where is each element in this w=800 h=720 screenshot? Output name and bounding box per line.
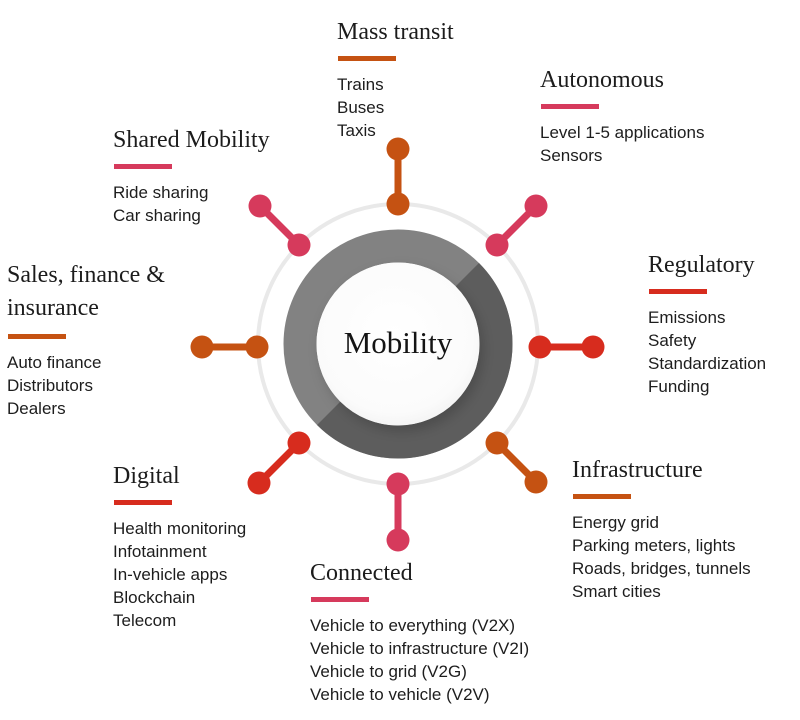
spoke-outer-dot <box>248 194 272 218</box>
spoke-outer-dot <box>190 335 214 359</box>
category-item: Car sharing <box>113 206 201 225</box>
category-item: Trains <box>337 75 384 94</box>
spoke-outer-dot <box>524 194 548 218</box>
spoke-autonomous <box>485 194 548 257</box>
category-item: Parking meters, lights <box>572 536 736 555</box>
category-item: Buses <box>337 98 385 117</box>
category-title: Connected <box>310 560 413 586</box>
spoke-inner-dot <box>287 233 311 257</box>
category-item: Vehicle to grid (V2G) <box>310 662 467 681</box>
spoke-sales-finance-insurance <box>190 335 269 359</box>
spoke-outer-dot <box>247 471 271 495</box>
hub-ring-shadow <box>317 263 513 459</box>
accent-bar <box>114 164 172 169</box>
spoke-inner-dot <box>287 431 311 455</box>
spoke-regulatory <box>528 335 605 359</box>
accent-bar <box>338 56 396 61</box>
accent-bar <box>649 289 707 294</box>
spoke-outer-dot <box>386 137 410 161</box>
spoke-connected <box>386 472 410 552</box>
accent-bar <box>8 334 66 339</box>
spoke-mass-transit <box>386 137 410 216</box>
spoke-inner-dot <box>245 335 269 359</box>
category-title: Infrastructure <box>572 457 703 483</box>
category-title: Digital <box>113 463 180 489</box>
category-title: Regulatory <box>648 252 755 278</box>
category-item: Smart cities <box>572 582 661 601</box>
category-item: Blockchain <box>113 588 196 607</box>
category-title: Sales, finance & insurance <box>7 262 165 321</box>
accent-bar <box>114 500 172 505</box>
category-title: Shared Mobility <box>113 127 270 153</box>
hub-inner-disc <box>316 262 480 426</box>
category-item: Vehicle to everything (V2X) <box>310 616 516 635</box>
category-items: Vehicle to everything (V2X) Vehicle to in… <box>310 614 529 706</box>
category-item: Roads, bridges, tunnels <box>572 559 751 578</box>
spoke-outer-dot <box>581 335 605 359</box>
spoke-outer-dot <box>386 528 410 552</box>
category-item: Infotainment <box>113 542 207 561</box>
spoke-shared-mobility <box>248 194 311 257</box>
spoke-inner-dot <box>485 233 509 257</box>
category-item: Telecom <box>113 611 177 630</box>
category-item: Vehicle to vehicle (V2V) <box>310 685 490 704</box>
category-item: Health monitoring <box>113 519 247 538</box>
category-item: Vehicle to infrastructure (V2I) <box>310 639 530 658</box>
category-item: Level 1-5 applications <box>540 123 705 142</box>
category-item: Distributors <box>7 376 93 395</box>
category-item: Standardization <box>648 354 767 373</box>
category-connected: Connected Vehicle to everything (V2X)Veh… <box>310 559 529 706</box>
spoke-inner-dot <box>528 335 552 359</box>
category-item: Ride sharing <box>113 183 209 202</box>
category-title: Mass transit <box>337 19 454 45</box>
spoke-inner-dot <box>386 472 410 496</box>
category-item: Safety <box>648 331 697 350</box>
spoke-inner-dot <box>386 192 410 216</box>
spoke-outer-dot <box>524 470 548 494</box>
category-item: Dealers <box>7 399 66 418</box>
category-title: Autonomous <box>540 67 665 93</box>
spoke-digital <box>247 431 311 495</box>
category-item: Energy grid <box>572 513 659 532</box>
category-item: Taxis <box>337 121 376 140</box>
category-item: Sensors <box>540 146 603 165</box>
accent-bar <box>311 597 369 602</box>
accent-bar <box>573 494 631 499</box>
category-item: Funding <box>648 377 710 396</box>
category-item: Emissions <box>648 308 726 327</box>
category-item: In-vehicle apps <box>113 565 228 584</box>
spoke-infrastructure <box>485 431 548 494</box>
category-item: Auto finance <box>7 353 102 372</box>
hub-label: Mobility <box>343 325 453 360</box>
spoke-inner-dot <box>485 431 509 455</box>
accent-bar <box>541 104 599 109</box>
